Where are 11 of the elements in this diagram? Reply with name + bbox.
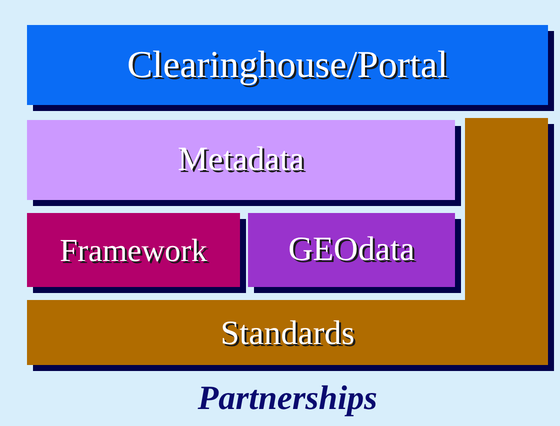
layer-block <box>27 25 548 105</box>
layer-block <box>27 120 455 200</box>
caption-text: Partnerships <box>196 382 378 416</box>
block-label: GEOdata <box>288 233 415 267</box>
layer-block <box>27 213 240 287</box>
block-label: Framework <box>60 234 208 266</box>
block-label: Standards <box>219 317 356 351</box>
block-label: Clearinghouse/Portal <box>127 46 448 84</box>
block-label: Metadata <box>178 143 304 177</box>
l-shaped-block <box>27 118 554 371</box>
layer-block <box>248 213 455 287</box>
